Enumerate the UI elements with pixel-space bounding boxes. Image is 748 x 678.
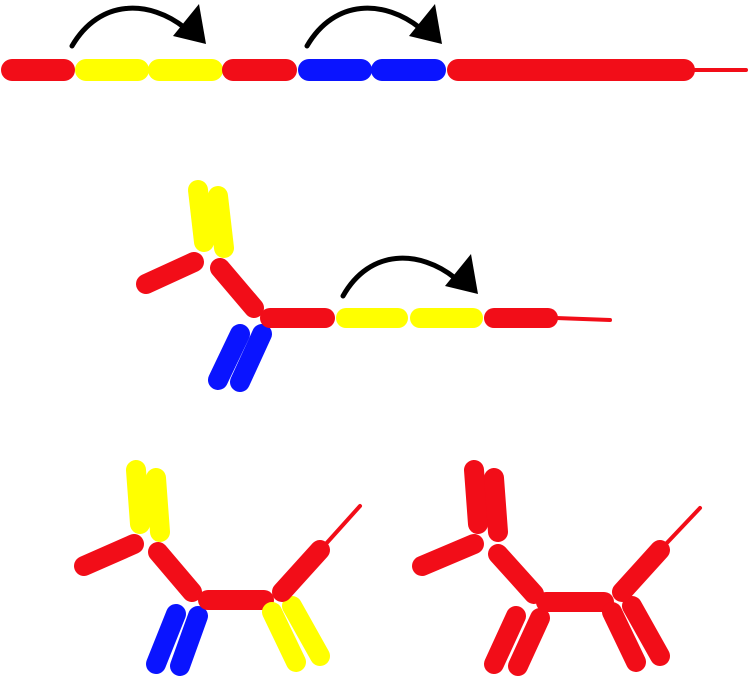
segment-red-nose <box>412 534 484 576</box>
balloon-tail <box>322 504 362 548</box>
balloon-tail <box>662 506 702 548</box>
twist-arrow-icon <box>340 254 478 299</box>
segment-yellow-ear-1 <box>188 180 214 252</box>
segment-red-back-leg-2 <box>622 596 670 666</box>
segment-blue-leg-1 <box>208 324 250 390</box>
segment-blue-leg-1 <box>146 604 186 674</box>
segment-red-ear-1 <box>464 460 488 534</box>
segment-yellow-back-leg-1 <box>262 602 306 672</box>
segment-red-neck <box>148 542 202 602</box>
twist-arrow-icon <box>304 4 442 49</box>
segment-blue-leg-2 <box>170 606 208 676</box>
segment-red-nose <box>74 534 144 576</box>
segment-red-ear-2 <box>484 468 508 542</box>
twist-arrow-icon <box>69 4 206 49</box>
segment-red-tail <box>272 540 330 602</box>
stage-3-colored-dog <box>74 460 362 676</box>
segment-red-leg-1 <box>484 606 526 674</box>
segment-red-neck <box>488 544 544 604</box>
segment-red-tail <box>612 540 670 602</box>
segment-yellow-ear-2 <box>146 468 170 542</box>
segment-red-neck <box>210 258 264 318</box>
segment-red-back-leg-1 <box>602 602 646 672</box>
stage-2-partially-twisted <box>136 180 612 392</box>
segment-yellow-ear-2 <box>208 186 234 258</box>
segment-red-nose <box>136 252 204 294</box>
segment-yellow-ear-1 <box>126 460 150 534</box>
segment-yellow-back-leg-2 <box>282 596 330 666</box>
balloon-tail <box>554 316 612 322</box>
stage-4-finished-dog <box>412 460 702 676</box>
segment-red-leg-2 <box>508 608 550 676</box>
stage-1-straight-balloon <box>1 4 748 81</box>
segment-blue-leg-2 <box>230 324 272 392</box>
